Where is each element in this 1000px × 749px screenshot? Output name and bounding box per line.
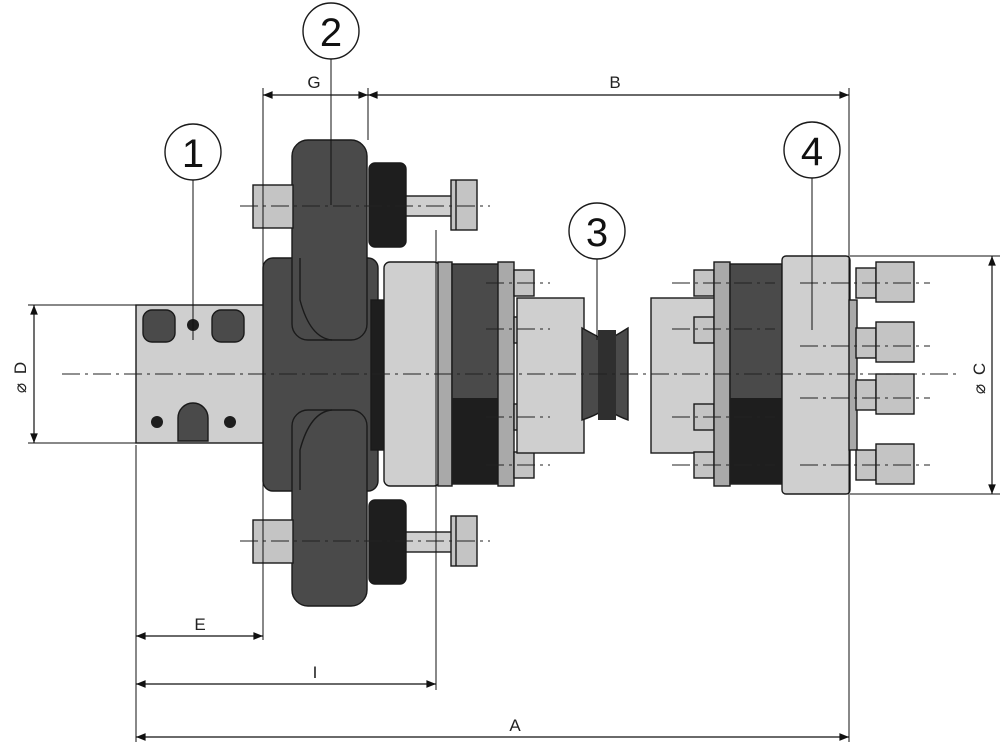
- callout-3: 3: [568, 202, 626, 340]
- dimension-D: ⌀ D: [11, 305, 38, 443]
- diameter-symbol-C: ⌀: [970, 384, 989, 394]
- label-E: E: [194, 615, 205, 634]
- dimension-B: B: [368, 73, 850, 99]
- dimension-C: ⌀ C: [970, 256, 996, 494]
- callout-1: 1: [164, 123, 222, 340]
- callout-4-label: 4: [801, 130, 823, 174]
- dimension-E: E: [136, 615, 263, 640]
- label-I: I: [313, 663, 318, 682]
- center-lines: [62, 205, 958, 542]
- callout-1-label: 1: [182, 132, 204, 176]
- flange-4-bolts: [855, 261, 915, 485]
- dimension-A: A: [136, 716, 850, 741]
- label-C: C: [970, 363, 989, 375]
- label-D: D: [11, 362, 30, 374]
- callout-4: 4: [783, 121, 841, 330]
- callout-2-label: 2: [320, 11, 342, 55]
- label-B: B: [609, 73, 620, 92]
- diameter-symbol-D: ⌀: [11, 383, 30, 393]
- callout-3-label: 3: [586, 211, 608, 255]
- dimension-G: G: [263, 73, 368, 99]
- callout-2: 2: [302, 2, 360, 205]
- extension-lines: [28, 88, 1000, 742]
- dimension-I: I: [136, 663, 436, 688]
- label-A: A: [509, 716, 521, 735]
- flange-part-4: [781, 255, 858, 495]
- label-G: G: [307, 73, 320, 92]
